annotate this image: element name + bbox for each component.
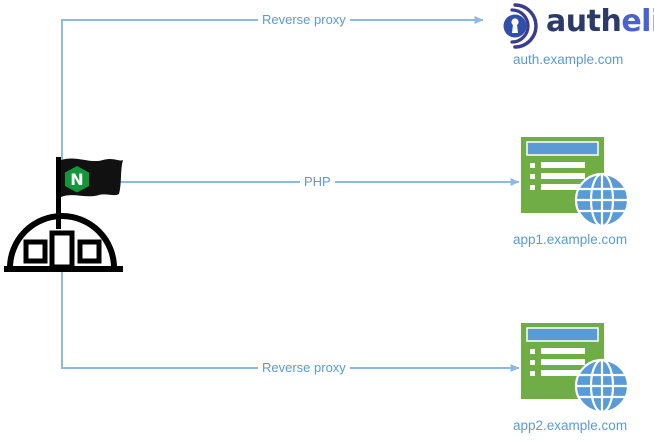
authelia-wordmark-part2: elia	[621, 4, 654, 39]
edge-proxy-to-app2	[61, 270, 520, 372]
edge-label-reverse-proxy-auth: Reverse proxy	[258, 12, 350, 27]
authelia-keyhole-icon	[503, 3, 538, 49]
app1-domain-caption: app1.example.com	[513, 232, 628, 247]
app1-web-app-window-globe-icon	[521, 137, 628, 226]
app2-web-app-window-globe-icon	[521, 323, 628, 412]
authelia-wordmark: authelia	[546, 6, 654, 38]
auth-domain-caption: auth.example.com	[513, 52, 624, 67]
authelia-wordmark-part1: auth	[546, 4, 622, 39]
app2-domain-caption: app2.example.com	[513, 418, 628, 433]
edge-label-php: PHP	[300, 174, 335, 189]
edge-label-reverse-proxy-app2: Reverse proxy	[258, 360, 350, 375]
nginx-logo-letter: N	[70, 170, 83, 189]
nginx-fort-flag-icon: N	[4, 157, 123, 272]
